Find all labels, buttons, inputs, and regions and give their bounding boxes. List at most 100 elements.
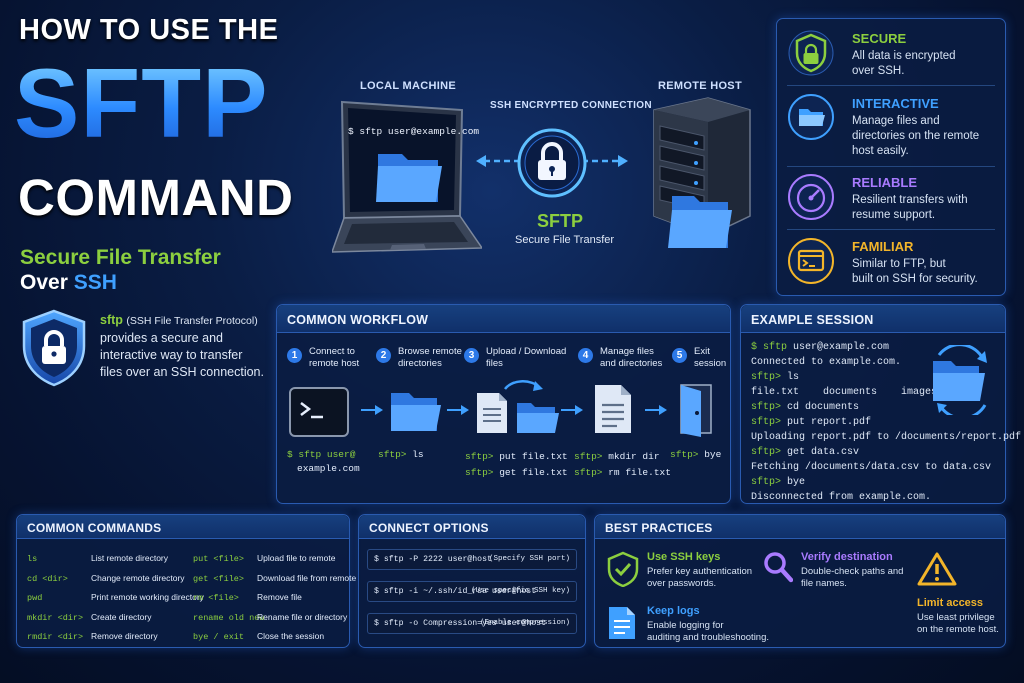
step-2-command: sftp> ls: [378, 449, 424, 460]
command-desc: Rename file or directory: [257, 611, 348, 622]
log-document-icon: [609, 607, 635, 639]
option-note: (Use specific SSH key): [470, 587, 570, 595]
arrow-right-icon: [447, 405, 469, 415]
best-practices-title: BEST PRACTICES: [595, 515, 1005, 539]
title-command: COMMAND: [18, 169, 294, 226]
step-1-command: $ sftp user@ example.com: [287, 449, 360, 474]
feature-secure-desc-2: over SSH.: [852, 65, 905, 77]
warning-icon: [917, 552, 957, 586]
command-name: get <file>: [193, 573, 245, 584]
step-number: 2: [376, 348, 391, 363]
session-prompt: sftp>: [751, 477, 782, 488]
step-4-command: sftp> mkdir dir sftp> rm file.txt: [574, 449, 671, 481]
command-desc: Create directory: [91, 611, 152, 622]
feature-familiar-desc-2: built on SSH for security.: [852, 273, 978, 285]
step-label-1: Browse remote: [398, 346, 462, 357]
padlock-icon: [517, 128, 587, 198]
feature-reliable-desc-1: Resilient transfers with: [852, 194, 968, 206]
reliable-gauge-icon: [788, 174, 834, 220]
sftp-sublabel: Secure File Transfer: [515, 234, 615, 246]
command-name: cd <dir>: [27, 573, 68, 584]
option-key: $ sftp -i ~/.ssh/id_rsa user@host(Use sp…: [367, 581, 577, 602]
laptop-terminal-cmd: $ sftp user@example.com: [348, 126, 479, 137]
cmd-text: rm file.txt: [602, 467, 671, 478]
desc-2: auditing and troubleshooting.: [647, 632, 770, 643]
session-line: Connected to example.com.: [751, 355, 1021, 370]
step-number: 1: [287, 348, 302, 363]
commands-right-column: put <file> Upload file to remote get <file…: [193, 549, 356, 647]
session-prompt: sftp>: [751, 417, 782, 428]
command-desc: Close the session: [257, 631, 325, 641]
intro-text: sftp (SSH File Transfer Protocol) provid…: [100, 312, 264, 381]
session-text: ls: [781, 372, 800, 383]
session-text: put report.pdf: [781, 417, 872, 428]
commands-title: COMMON COMMANDS: [17, 515, 349, 539]
command-name: put <file>: [193, 554, 245, 564]
cmd-prompt: sftp>: [465, 451, 494, 462]
subtitle-ssh: SSH: [73, 271, 117, 294]
option-note: (Enable compression): [479, 619, 570, 627]
terminal-icon: [289, 387, 349, 437]
command-desc: Print remote working directory: [91, 592, 204, 602]
step-label-1: Exit: [694, 346, 710, 357]
session-prompt: sftp>: [751, 402, 782, 413]
step-label-2: remote host: [309, 358, 360, 369]
feature-familiar-desc: Similar to FTP, but built on SSH for sec…: [852, 257, 978, 287]
command-desc: Download file from remote: [257, 572, 357, 583]
session-text: Disconnected from example.com.: [751, 492, 932, 503]
session-text: get data.csv: [781, 447, 860, 458]
folder-icon: [391, 393, 441, 431]
session-prompt: $ sftp: [751, 342, 788, 353]
command-name: rm <file>: [193, 593, 239, 603]
session-title: EXAMPLE SESSION: [741, 305, 1005, 333]
cmd-prompt: sftp>: [378, 449, 407, 460]
session-line: Disconnected from example.com.: [751, 490, 1021, 505]
step-number: 3: [464, 348, 479, 363]
session-line: sftp> put report.pdf: [751, 415, 1021, 430]
sftp-label: SFTP: [537, 211, 584, 231]
cmd-text: ls: [406, 449, 424, 460]
option-command: $ sftp -P 2222 user@host: [374, 555, 492, 564]
intro-line-2: interactive way to transfer: [100, 348, 243, 362]
local-machine-label: LOCAL MACHINE: [360, 80, 456, 92]
command-row: get <file> Download file from remote: [193, 569, 356, 589]
divider: [787, 166, 995, 167]
step-label-2: files: [486, 358, 503, 369]
best-practices-panel: BEST PRACTICES Use SSH keys Prefer key a…: [594, 514, 1006, 648]
command-desc: Upload file to remote: [257, 553, 336, 563]
intro-line-1: provides a secure and: [100, 331, 223, 345]
desc-2: on the remote host.: [917, 624, 999, 635]
step-label-2: and directories: [600, 358, 663, 369]
session-line: file.txt documents images: [751, 385, 1021, 400]
command-desc: List remote directory: [91, 553, 168, 563]
option-command: $ sftp -o Compression=yes user@host: [374, 619, 546, 628]
command-desc: Remove directory: [91, 631, 158, 641]
step-label-2: directories: [398, 358, 442, 369]
desc-1: Double-check paths and: [801, 566, 904, 577]
feature-secure-desc-1: All data is encrypted: [852, 50, 956, 62]
desc-1: Use least privilege: [917, 612, 995, 623]
cmd-text: example.com: [297, 463, 360, 474]
session-text: Uploading report.pdf to /documents/repor…: [751, 432, 1022, 443]
options-panel: CONNECT OPTIONS $ sftp -P 2222 user@host…: [358, 514, 586, 648]
command-desc: Change remote directory: [91, 572, 185, 583]
feature-reliable-desc: Resilient transfers with resume support.: [852, 193, 968, 223]
session-text: user@example.com: [787, 342, 890, 353]
session-line: sftp> get data.csv: [751, 445, 1021, 460]
command-name: mkdir <dir>: [27, 612, 84, 623]
feature-interactive-desc-1: Manage files and: [852, 115, 940, 127]
option-port: $ sftp -P 2222 user@host(Specify SSH por…: [367, 549, 577, 570]
session-prompt: sftp>: [751, 372, 782, 383]
intro-term: sftp: [100, 313, 123, 327]
feature-secure-desc: All data is encrypted over SSH.: [852, 49, 956, 79]
